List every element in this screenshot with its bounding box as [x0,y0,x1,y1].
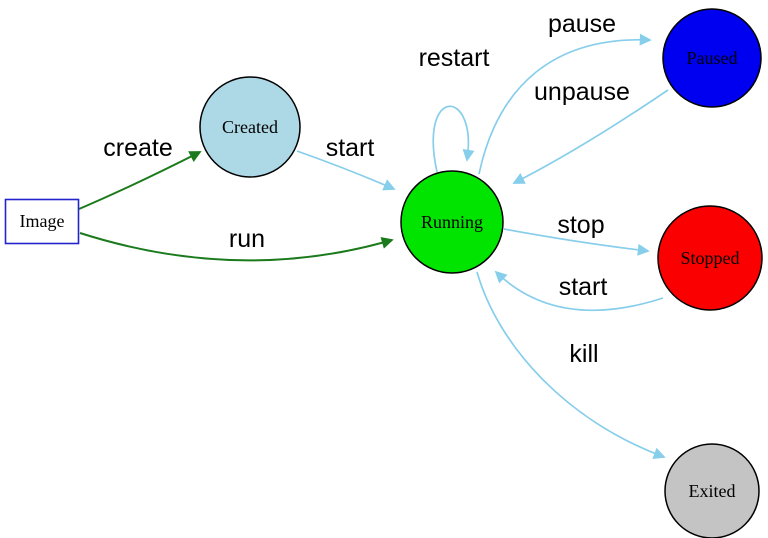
edge-run [79,232,394,262]
node-exited-shape [664,443,760,538]
edge-label-start-created: start [326,134,375,162]
edge-label-pause: pause [548,10,616,38]
node-image: Image [4,198,80,245]
edge-label-unpause: unpause [534,78,630,106]
edge-unpause [512,89,669,184]
node-created: Created [199,76,301,178]
edge-label-stop: stop [557,211,604,239]
node-created-label: Created [222,117,278,137]
node-image-shape [4,198,80,245]
edge-stop [503,228,650,256]
node-stopped-label: Stopped [680,248,739,268]
edge-restart [432,105,475,173]
edge-label-start-stopped: start [559,273,608,301]
node-paused-shape [662,8,762,108]
edge-label-run: run [229,225,265,253]
node-paused-label: Paused [687,48,738,68]
node-created-shape [199,76,301,178]
node-image-label: Image [20,211,65,231]
node-exited-label: Exited [689,481,736,501]
node-exited: Exited [664,443,760,538]
edge-kill [476,271,666,460]
node-stopped: Stopped [657,205,763,311]
edge-create [78,151,202,210]
node-running: Running [400,170,504,274]
node-running-shape [400,170,504,274]
edge-start-stopped-running [494,270,664,312]
edge-label-kill: kill [569,340,598,368]
edge-label-restart: restart [419,44,490,72]
edge-start-created-running [296,150,396,191]
node-paused: Paused [662,8,762,108]
edge-label-create: create [103,134,172,162]
node-stopped-shape [657,205,763,311]
edge-pause [478,33,652,175]
node-running-label: Running [421,212,483,232]
